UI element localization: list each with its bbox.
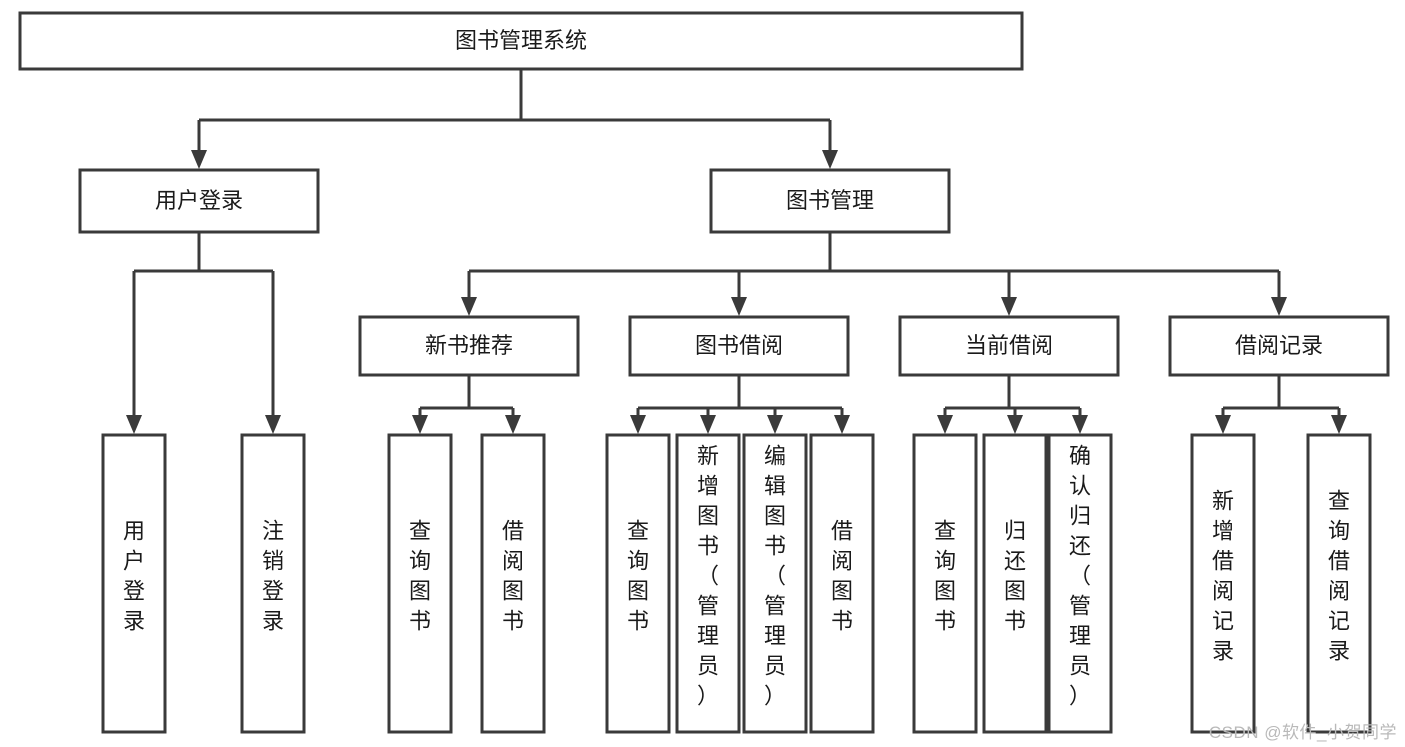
node-label-leaf-query-book-3: 查询图书 [934,519,956,634]
arrowhead-borrow-record [1271,297,1287,316]
node-user-login[interactable]: 用户登录 [78,168,320,234]
node-label-leaf-query-record: 查询借阅记录 [1328,489,1350,664]
node-label-current-borrow: 当前借阅 [965,333,1053,358]
node-label-leaf-add-record: 新增借阅记录 [1212,489,1234,664]
arrowhead-current-borrow [1001,297,1017,316]
node-book-borrow[interactable]: 图书借阅 [628,315,850,377]
connectors-layer [126,69,1347,434]
node-leaf-add-book[interactable]: 新增图书（管理员） [675,433,741,734]
node-borrow-record[interactable]: 借阅记录 [1168,315,1390,377]
node-box-leaf-query-book-2 [605,433,671,734]
arrowhead-leaf-query-book-3 [937,415,953,434]
node-box-leaf-borrow-book-2 [809,433,875,734]
node-leaf-confirm-return[interactable]: 确认归还（管理员） [1047,433,1113,734]
node-leaf-query-record[interactable]: 查询借阅记录 [1306,433,1372,734]
node-box-leaf-edit-book [742,433,808,734]
arrowhead-leaf-confirm-return [1072,415,1088,434]
node-box-user-login [78,168,320,234]
node-current-borrow[interactable]: 当前借阅 [898,315,1120,377]
node-label-leaf-query-book-1: 查询图书 [409,519,431,634]
node-label-leaf-add-book: 新增图书（管理员） [697,444,719,709]
node-box-leaf-query-book-1 [387,433,453,734]
node-root[interactable]: 图书管理系统 [18,11,1024,71]
node-box-leaf-add-record [1190,433,1256,734]
node-leaf-borrow-book-2[interactable]: 借阅图书 [809,433,875,734]
node-label-leaf-logout: 注销登录 [262,519,284,634]
node-box-root [18,11,1024,71]
arrowhead-leaf-edit-book [767,415,783,434]
node-leaf-logout[interactable]: 注销登录 [240,433,306,734]
node-label-book-manage: 图书管理 [786,188,874,213]
arrowhead-book-borrow [731,297,747,316]
arrowhead-leaf-borrow-book-2 [834,415,850,434]
node-box-current-borrow [898,315,1120,377]
node-box-borrow-record [1168,315,1390,377]
node-leaf-edit-book[interactable]: 编辑图书（管理员） [742,433,808,734]
node-label-leaf-borrow-book-1: 借阅图书 [502,519,524,634]
node-leaf-user-login[interactable]: 用户登录 [101,433,167,734]
arrowhead-leaf-return-book [1007,415,1023,434]
arrowhead-leaf-user-login [126,415,142,434]
arrowhead-user-login [191,150,207,169]
node-box-leaf-confirm-return [1047,433,1113,734]
node-box-leaf-logout [240,433,306,734]
node-box-leaf-return-book [982,433,1048,734]
arrowhead-leaf-query-book-2 [630,415,646,434]
node-label-user-login: 用户登录 [155,188,243,213]
node-box-book-manage [709,168,951,234]
node-leaf-add-record[interactable]: 新增借阅记录 [1190,433,1256,734]
node-leaf-borrow-book-1[interactable]: 借阅图书 [480,433,546,734]
arrowhead-leaf-logout [265,415,281,434]
node-label-borrow-record: 借阅记录 [1235,333,1323,358]
node-leaf-query-book-1[interactable]: 查询图书 [387,433,453,734]
node-box-leaf-user-login [101,433,167,734]
node-label-leaf-confirm-return: 确认归还（管理员） [1069,444,1091,709]
node-label-leaf-query-book-2: 查询图书 [627,519,649,634]
node-label-leaf-borrow-book-2: 借阅图书 [831,519,853,634]
node-box-leaf-add-book [675,433,741,734]
node-new-book-rec[interactable]: 新书推荐 [358,315,580,377]
arrowhead-leaf-add-record [1215,415,1231,434]
arrowhead-leaf-add-book [700,415,716,434]
arrowhead-leaf-query-book-1 [412,415,428,434]
node-leaf-return-book[interactable]: 归还图书 [982,433,1048,734]
node-label-leaf-edit-book: 编辑图书（管理员） [764,444,786,709]
node-leaf-query-book-2[interactable]: 查询图书 [605,433,671,734]
node-box-book-borrow [628,315,850,377]
arrowhead-leaf-borrow-book-1 [505,415,521,434]
node-label-root: 图书管理系统 [455,28,587,53]
node-label-leaf-user-login: 用户登录 [123,519,145,634]
node-box-new-book-rec [358,315,580,377]
node-book-manage[interactable]: 图书管理 [709,168,951,234]
node-label-leaf-return-book: 归还图书 [1004,519,1026,634]
arrowhead-leaf-query-record [1331,415,1347,434]
node-label-book-borrow: 图书借阅 [695,333,783,358]
node-box-leaf-query-book-3 [912,433,978,734]
node-box-leaf-query-record [1306,433,1372,734]
node-label-new-book-rec: 新书推荐 [425,333,513,358]
arrowhead-book-manage [822,150,838,169]
node-box-leaf-borrow-book-1 [480,433,546,734]
nodes-layer: 图书管理系统用户登录图书管理新书推荐图书借阅当前借阅借阅记录用户登录注销登录查询… [18,11,1390,734]
node-leaf-query-book-3[interactable]: 查询图书 [912,433,978,734]
arrowhead-new-book-rec [461,297,477,316]
